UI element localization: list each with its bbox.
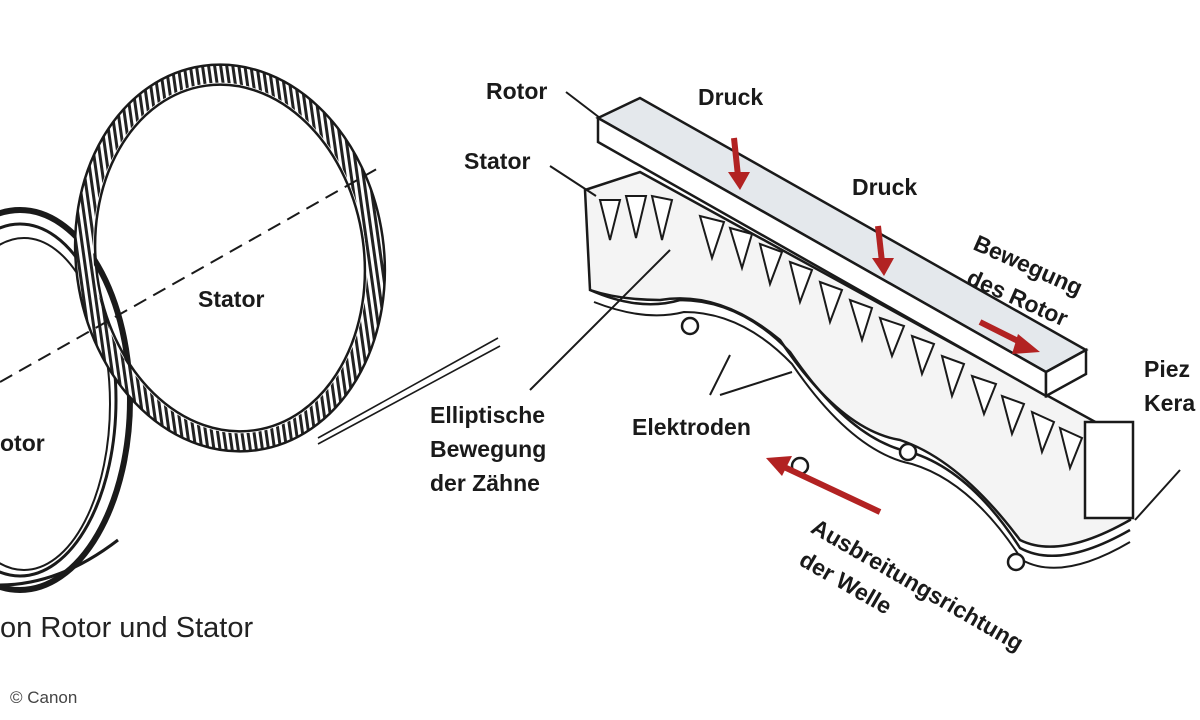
wave-direction-arrow: [766, 456, 882, 515]
piezo-label: Piez Kera: [1144, 352, 1195, 420]
pressure-arrow-1: [728, 137, 750, 190]
stator-label-right: Stator: [464, 148, 531, 174]
pressure-label-2: Druck: [852, 174, 918, 200]
elliptical-line-1: Elliptische: [430, 402, 546, 428]
rotor-label-right: Rotor: [486, 78, 548, 104]
rotor-bar-drawing: [595, 96, 1089, 399]
stator-body-drawing: [583, 170, 1135, 569]
elliptical-line-3: der Zähne: [430, 470, 540, 496]
stator-label-left: Stator: [198, 286, 265, 312]
elliptical-line-2: Bewegung: [430, 436, 547, 462]
rotor-ring-drawing: [0, 207, 133, 593]
rotation-axis: [0, 165, 383, 383]
rotor-label-left: otor: [0, 430, 45, 456]
figure-caption: on Rotor und Stator: [0, 612, 254, 644]
stator-ring-drawing: [73, 63, 387, 453]
pressure-label-1: Druck: [698, 84, 764, 110]
pressure-arrow-2: [872, 225, 894, 276]
wire-lead: [317, 337, 501, 445]
rotor-motion-arrow: [978, 319, 1040, 354]
piezo-line-1: Piez: [1144, 356, 1191, 382]
piezo-line-2: Kera: [1144, 390, 1196, 416]
elliptical-motion-label: Elliptische Bewegung der Zähne: [430, 398, 546, 500]
electrodes-label: Elektroden: [632, 414, 751, 440]
stator-teeth: [598, 194, 1084, 472]
leader-lines: [529, 91, 1181, 521]
image-credit: © Canon: [10, 688, 78, 707]
